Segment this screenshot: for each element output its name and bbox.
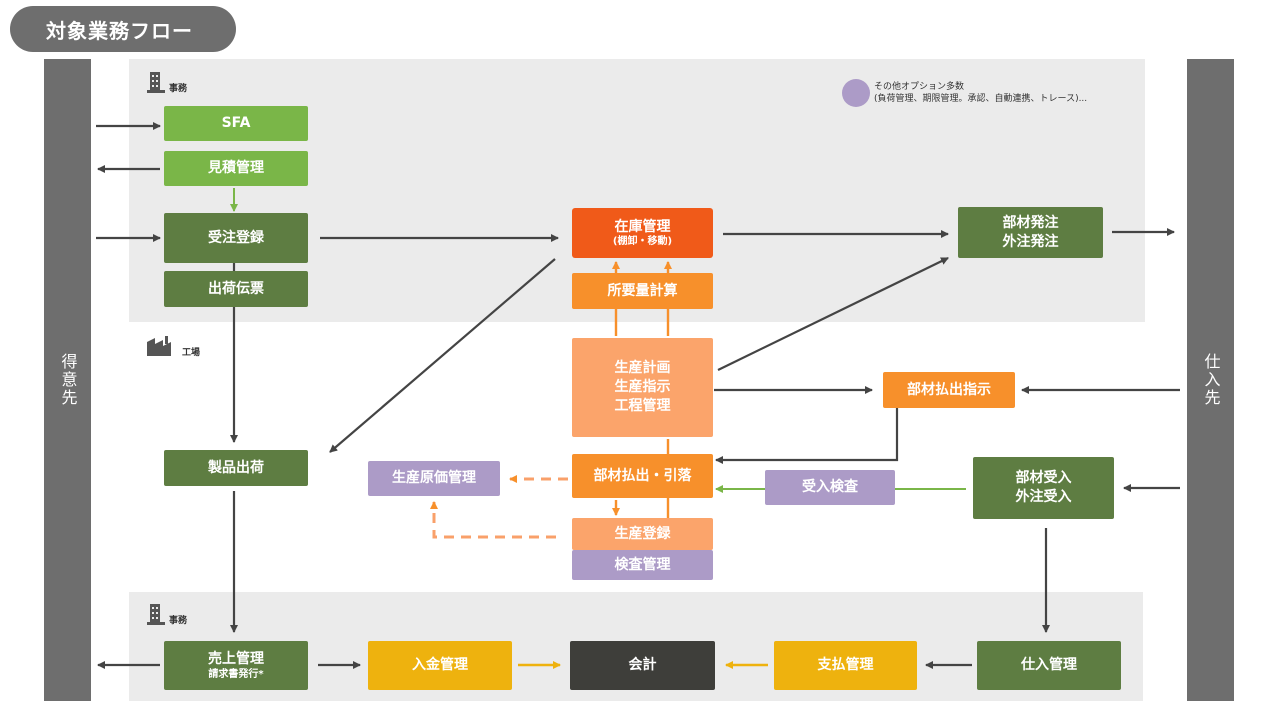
node-sfa: SFA xyxy=(164,106,308,141)
node-receiving-inspection: 受入検査 xyxy=(765,470,895,505)
node-payment-in: 入金管理 xyxy=(368,641,512,690)
legend-text: その他オプション多数 (負荷管理、期限管理。承認、自動連携、トレース)... xyxy=(874,81,1087,105)
node-sales-sublabel: 請求書発行* xyxy=(208,668,264,680)
node-production-plan-line3: 工程管理 xyxy=(614,397,671,414)
node-purchase-order-line2: 外注発注 xyxy=(1002,233,1059,250)
node-inspection-label: 検査管理 xyxy=(614,556,671,573)
node-production-registration-label: 生産登録 xyxy=(614,525,671,542)
node-shipping-slip: 出荷伝票 xyxy=(164,271,308,307)
customer-bar: 得意先 xyxy=(44,59,91,701)
arrow-plan-to-purchase-order xyxy=(717,257,949,371)
node-accounting-label: 会計 xyxy=(628,657,657,674)
page-title: 対象業務フロー xyxy=(10,6,236,52)
node-product-shipment: 製品出荷 xyxy=(164,450,308,486)
section-factory-label: 工場 xyxy=(182,348,201,358)
legend-line-2: (負荷管理、期限管理。承認、自動連携、トレース)... xyxy=(874,94,1088,105)
node-purchasing: 仕入管理 xyxy=(977,641,1121,690)
node-payment-out-label: 支払管理 xyxy=(817,657,874,674)
factory-icon xyxy=(147,336,171,356)
node-estimate-label: 見積管理 xyxy=(208,160,264,177)
node-order-entry-label: 受注登録 xyxy=(208,229,264,246)
node-estimate: 見積管理 xyxy=(164,151,308,186)
node-material-withdrawal: 部材払出・引落 xyxy=(572,454,713,498)
node-sales-label: 売上管理 xyxy=(208,651,264,668)
node-production-plan-line2: 生産指示 xyxy=(614,379,671,396)
node-purchase-order-line1: 部材発注 xyxy=(1002,214,1059,231)
section-office-bottom: 事務 xyxy=(146,602,187,626)
node-production-plan-line1: 生産計画 xyxy=(614,360,671,377)
node-production-plan: 生産計画 生産指示 工程管理 xyxy=(572,338,713,437)
node-product-shipment-label: 製品出荷 xyxy=(208,459,264,476)
supplier-bar: 仕入先 xyxy=(1187,59,1234,701)
node-payment-in-label: 入金管理 xyxy=(412,657,468,674)
arrow-inventory-to-shipment xyxy=(329,258,556,453)
node-payment-out: 支払管理 xyxy=(774,641,917,690)
dashed-arrow-registration-to-cost xyxy=(430,501,556,539)
node-purchase-order: 部材発注 外注発注 xyxy=(958,207,1103,258)
section-office-top: 事務 xyxy=(146,70,187,94)
building-icon xyxy=(147,72,165,93)
node-receiving-inspection-label: 受入検査 xyxy=(802,479,858,496)
node-shipping-slip-label: 出荷伝票 xyxy=(208,280,264,297)
node-order-entry: 受注登録 xyxy=(164,213,308,263)
section-factory: 工場 xyxy=(145,334,200,358)
node-production-cost: 生産原価管理 xyxy=(368,461,500,496)
section-office-top-label: 事務 xyxy=(169,84,188,94)
node-production-cost-label: 生産原価管理 xyxy=(392,470,476,487)
node-inventory-label: 在庫管理 xyxy=(614,218,671,235)
node-material-withdrawal-label: 部材払出・引落 xyxy=(593,467,692,484)
node-material-receipt: 部材受入 外注受入 xyxy=(973,457,1114,519)
node-inventory-sublabel: (棚卸・移動) xyxy=(612,236,673,248)
node-sales: 売上管理 請求書発行* xyxy=(164,641,308,690)
node-issue-instruction-label: 部材払出指示 xyxy=(907,381,991,398)
legend-line-1: その他オプション多数 xyxy=(874,82,965,92)
building-icon xyxy=(147,604,165,625)
legend-option-swatch xyxy=(842,79,870,107)
node-requirements-calc-label: 所要量計算 xyxy=(607,282,678,299)
node-issue-instruction: 部材払出指示 xyxy=(883,372,1015,408)
node-requirements-calc: 所要量計算 xyxy=(572,273,713,309)
node-accounting: 会計 xyxy=(570,641,715,690)
node-inspection: 検査管理 xyxy=(572,550,713,580)
node-material-receipt-line1: 部材受入 xyxy=(1015,470,1072,487)
node-material-receipt-line2: 外注受入 xyxy=(1015,489,1072,505)
arrow-issue-instruction-to-withdrawal xyxy=(715,407,899,464)
node-sfa-label: SFA xyxy=(221,115,251,132)
node-inventory: 在庫管理 (棚卸・移動) xyxy=(572,208,713,258)
section-office-bottom-label: 事務 xyxy=(169,616,188,626)
node-production-registration: 生産登録 xyxy=(572,518,713,550)
node-purchasing-label: 仕入管理 xyxy=(1021,657,1077,674)
